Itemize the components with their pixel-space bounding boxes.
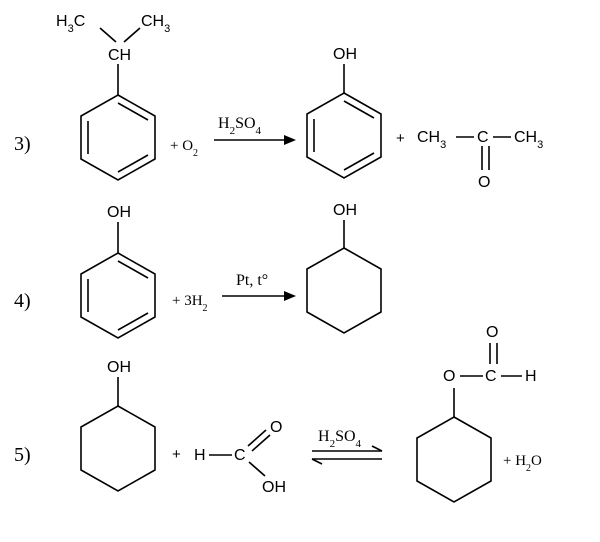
phenol-oh-label: OH bbox=[333, 46, 357, 63]
cyclohexanol-reactant-structure: OH bbox=[80, 359, 156, 492]
reaction-3-catalyst: H2SO4 bbox=[218, 115, 262, 137]
reaction-3-plus: + bbox=[396, 130, 405, 147]
formic-acid-c: C bbox=[234, 447, 246, 464]
isopropylbenzene-structure: H3C CH3 CH bbox=[56, 13, 170, 181]
ester-hydrogen: H bbox=[525, 368, 537, 385]
acetone-structure: CH3 C CH3 O bbox=[417, 129, 543, 191]
phenol-product-structure: OH bbox=[306, 46, 382, 179]
reaction-4-catalyst: Pt, t° bbox=[236, 272, 268, 289]
acetone-oxygen: O bbox=[478, 174, 490, 191]
formic-acid-carbonyl-o: O bbox=[270, 419, 282, 436]
reaction-5-number: 5) bbox=[14, 444, 31, 466]
reaction-5-equilibrium-arrow bbox=[311, 445, 383, 465]
reaction-3: 3) H3C CH3 CH + O2 H2SO4 OH bbox=[14, 13, 543, 191]
reaction-5: 5) OH + H C O OH H2SO4 bbox=[14, 324, 542, 503]
acetone-right-methyl: CH3 bbox=[514, 129, 543, 151]
isopropyl-center-ch: CH bbox=[108, 47, 131, 64]
cyclohexanol-reactant-oh-label: OH bbox=[107, 359, 131, 376]
reaction-4-number: 4) bbox=[14, 290, 31, 312]
reaction-5-byproduct-water: + H2O bbox=[503, 453, 542, 474]
formic-acid-structure: H C O OH bbox=[194, 419, 286, 496]
reaction-4: 4) OH + 3H2 Pt, t° OH bbox=[14, 202, 382, 339]
formic-acid-h: H bbox=[194, 447, 206, 464]
isopropyl-left-methyl: H3C bbox=[56, 13, 85, 35]
reaction-4-reagent-hydrogen: + 3H2 bbox=[172, 293, 208, 314]
reaction-3-arrow bbox=[214, 135, 296, 145]
phenol-reactant-oh-label: OH bbox=[107, 204, 131, 221]
reaction-3-number: 3) bbox=[14, 133, 31, 155]
formic-acid-oh: OH bbox=[262, 479, 286, 496]
ester-carbonyl-oxygen: O bbox=[486, 324, 498, 341]
reaction-3-reagent-oxygen: + O2 bbox=[170, 138, 198, 159]
reaction-4-arrow bbox=[222, 291, 296, 301]
cyclohexyl-formate-structure: O C H O bbox=[416, 324, 537, 503]
cyclohexanol-product-oh-label: OH bbox=[333, 202, 357, 219]
reaction-5-plus: + bbox=[172, 446, 181, 463]
reaction-5-catalyst: H2SO4 bbox=[318, 428, 362, 450]
phenol-reactant-structure: OH bbox=[80, 204, 156, 339]
isopropyl-right-methyl: CH3 bbox=[141, 13, 170, 35]
cyclohexanol-product-structure: OH bbox=[306, 202, 382, 334]
ester-link-oxygen: O bbox=[443, 368, 455, 385]
ester-carbon: C bbox=[485, 368, 497, 385]
acetone-left-methyl: CH3 bbox=[417, 129, 446, 151]
acetone-carbon: C bbox=[477, 129, 489, 146]
